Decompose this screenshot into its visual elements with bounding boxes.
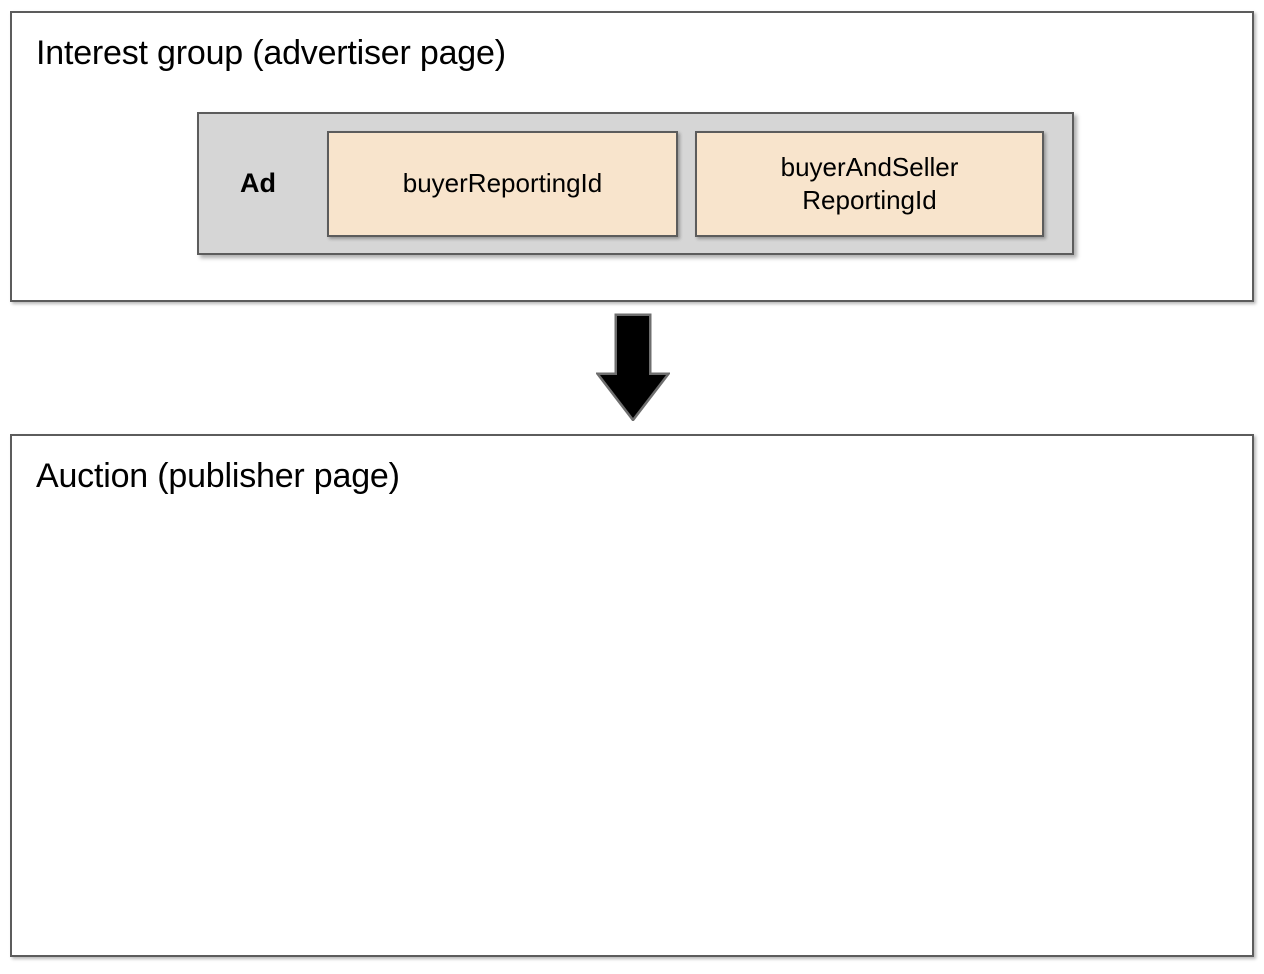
id-box-buyer-and-seller-reporting-id: buyerAndSeller ReportingId <box>695 130 1044 237</box>
section-interest-group: Interest group (advertiser page) Ad buye… <box>10 11 1254 302</box>
section-auction: Auction (publisher page) reportResult() … <box>10 434 1254 957</box>
ad-label: Ad <box>240 168 276 198</box>
id-box-buyer-reporting-id: buyerReportingId <box>327 130 678 237</box>
arrow-down-icon <box>596 313 670 421</box>
section-auction-title: Auction (publisher page) <box>36 457 400 495</box>
ad-container: Ad buyerReportingId buyerAndSeller Repor… <box>197 112 1074 255</box>
section-interest-group-title: Interest group (advertiser page) <box>36 34 506 72</box>
